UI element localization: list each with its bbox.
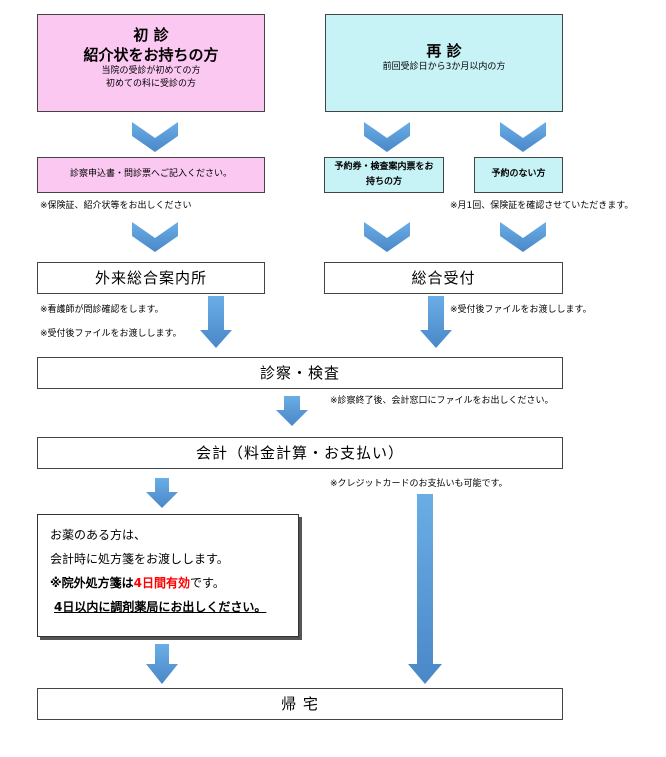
chevron-arrow-icon xyxy=(364,122,410,152)
gairai-box: 外来総合案内所 xyxy=(37,262,265,294)
chevron-arrow-icon xyxy=(132,222,178,252)
kusuri-line4: 4日以内に調剤薬局にお出しください。 xyxy=(54,600,267,614)
shoshin-desc2: 初めての科に受診の方 xyxy=(105,79,196,89)
file-left-note: ※受付後ファイルをお渡しします。 xyxy=(40,329,182,339)
chevron-arrow-icon xyxy=(500,222,546,252)
kitaku-box: 帰 宅 xyxy=(37,688,563,720)
yoyaku-ken-label: 予約券・検査案内票をお持ちの方 xyxy=(334,162,434,187)
kangoshi-note: ※看護師が問診確認をします。 xyxy=(40,305,164,315)
kaikei-label: 会計（料金計算・お支払い） xyxy=(195,444,404,462)
down-arrow-icon xyxy=(420,296,452,348)
down-arrow-icon xyxy=(146,478,178,508)
kitaku-label: 帰 宅 xyxy=(281,695,319,713)
down-arrow-icon xyxy=(146,644,178,684)
kusuri-line3-red: 4日間有効 xyxy=(133,576,191,590)
kusuri-line3-post: です。 xyxy=(190,576,225,590)
shoshin-title: 初 診 xyxy=(133,26,169,44)
down-arrow-icon xyxy=(408,494,442,684)
shoshin-box: 初 診 紹介状をお持ちの方 当院の受診が初めての方 初めての科に受診の方 xyxy=(37,14,265,112)
down-arrow-icon xyxy=(276,396,308,426)
moushikomi-box: 診察申込書・問診票へご記入ください。 xyxy=(37,157,265,193)
credit-note: ※クレジットカードのお支払いも可能です。 xyxy=(330,479,508,489)
yoyaku-ken-box: 予約券・検査案内票をお持ちの方 xyxy=(324,157,444,193)
saishin-title: 再 診 xyxy=(426,42,462,60)
tsuki1-note: ※月1回、保険証を確認させていただきます。 xyxy=(450,201,634,211)
shoshin-subtitle: 紹介状をお持ちの方 xyxy=(83,46,219,64)
kusuri-line3: ※院外処方箋は4日間有効です。 xyxy=(50,571,298,595)
chevron-arrow-icon xyxy=(132,122,178,152)
sougou-label: 総合受付 xyxy=(411,269,476,287)
kaikei-box: 会計（料金計算・お支払い） xyxy=(37,437,563,469)
chevron-arrow-icon xyxy=(364,222,410,252)
sougou-box: 総合受付 xyxy=(324,262,563,294)
kusuri-line2: 会計時に処方箋をお渡しします。 xyxy=(50,552,229,566)
yoyaku-nashi-label: 予約のない方 xyxy=(491,169,546,179)
shoshin-desc1: 当院の受診が初めての方 xyxy=(101,66,201,76)
moushikomi-label: 診察申込書・問診票へご記入ください。 xyxy=(69,169,232,179)
hokensho-note: ※保険証、紹介状等をお出しください xyxy=(40,201,192,211)
kusuri-line3-pre: ※院外処方箋は xyxy=(50,576,134,590)
file-right-note: ※受付後ファイルをお渡しします。 xyxy=(450,305,592,315)
yoyaku-nashi-box: 予約のない方 xyxy=(474,157,563,193)
shinsatsu-label: 診察・検査 xyxy=(259,364,340,382)
gairai-label: 外来総合案内所 xyxy=(94,269,207,287)
shinsatsu-box: 診察・検査 xyxy=(37,357,563,389)
kusuri-line1: お薬のある方は、 xyxy=(50,528,147,542)
down-arrow-icon xyxy=(200,296,232,348)
kusuri-box: お薬のある方は、 会計時に処方箋をお渡しします。 ※院外処方箋は4日間有効です。… xyxy=(37,514,299,637)
saishin-box: 再 診 前回受診日から3か月以内の方 xyxy=(325,14,563,112)
saishin-desc: 前回受診日から3か月以内の方 xyxy=(382,62,506,72)
shinsatsu-go-note: ※診察終了後、会計窓口にファイルをお出しください。 xyxy=(330,396,554,406)
chevron-arrow-icon xyxy=(500,122,546,152)
